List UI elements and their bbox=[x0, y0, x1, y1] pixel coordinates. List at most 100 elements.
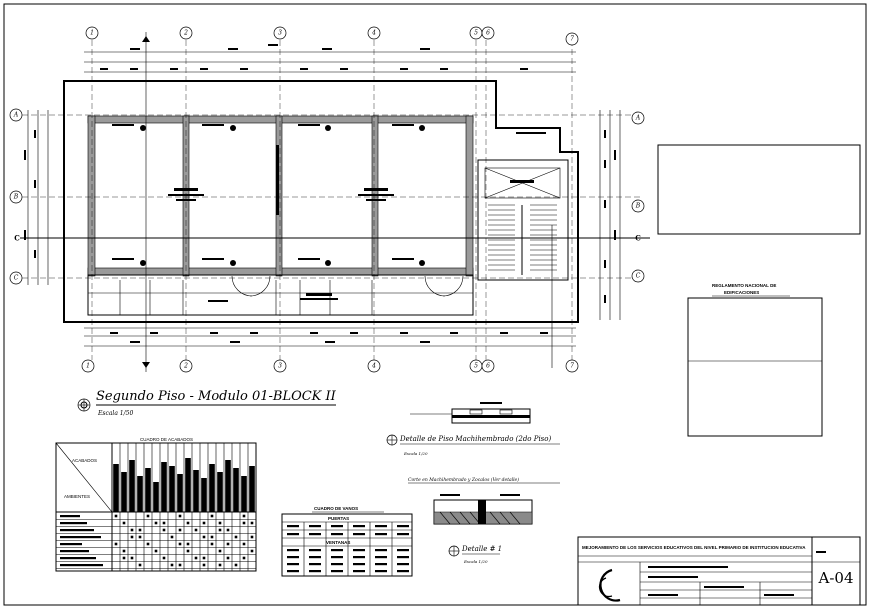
openings-cell-mark bbox=[397, 525, 409, 528]
finishes-mark bbox=[250, 535, 254, 539]
section-marker-left: C bbox=[14, 234, 20, 243]
finishes-mark bbox=[114, 514, 118, 518]
svg-text:5: 5 bbox=[474, 363, 478, 370]
floor-plan bbox=[20, 32, 650, 372]
finishes-row-label bbox=[60, 529, 94, 532]
finishes-header-block bbox=[201, 478, 207, 512]
finishes-header-block bbox=[145, 468, 151, 512]
openings-cell-mark bbox=[331, 556, 343, 559]
regulation-panel: REGLAMENTO NACIONAL DE EDIFICACIONES bbox=[687, 283, 823, 437]
stair-block bbox=[477, 159, 569, 281]
wall-left bbox=[87, 115, 96, 277]
finishes-mark bbox=[202, 521, 206, 525]
finishes-mark bbox=[242, 514, 246, 518]
sheet-number: A-04 bbox=[818, 569, 854, 587]
openings-cell-mark bbox=[309, 563, 321, 566]
finishes-row-label bbox=[60, 515, 80, 518]
finishes-mark bbox=[242, 542, 246, 546]
svg-text:4: 4 bbox=[371, 363, 376, 370]
svg-text:B: B bbox=[635, 203, 641, 210]
finishes-header-block bbox=[177, 474, 183, 512]
openings-cell-mark bbox=[397, 549, 409, 552]
openings-cell-mark bbox=[375, 525, 387, 528]
axis-bubble-3-bottom: 3 bbox=[273, 359, 287, 373]
openings-cell-mark bbox=[309, 533, 321, 536]
svg-text:A: A bbox=[13, 112, 19, 119]
axis-lines bbox=[22, 40, 640, 360]
axis-bubble-c-left: C bbox=[9, 271, 23, 285]
finishes-mark bbox=[162, 556, 166, 560]
openings-cell-mark bbox=[397, 556, 409, 559]
finishes-mark bbox=[186, 542, 190, 546]
section-marker-right: C bbox=[635, 234, 641, 243]
finishes-table: CUADRO DE ACABADOS ACABADOS AMBIENTES bbox=[55, 437, 257, 572]
openings-cell-mark bbox=[353, 525, 365, 528]
finishes-header-block bbox=[129, 460, 135, 512]
svg-text:4: 4 bbox=[371, 30, 376, 37]
axis-bubble-a-left: A bbox=[9, 108, 23, 122]
finishes-header-block bbox=[249, 466, 255, 512]
finishes-mark bbox=[210, 542, 214, 546]
svg-text:1: 1 bbox=[90, 30, 94, 37]
axis-bubble-1-top: 1 bbox=[85, 26, 99, 40]
floor-detail: Detalle de Piso Machihembrado (2do Piso)… bbox=[386, 402, 560, 456]
svg-text:C: C bbox=[636, 273, 641, 280]
axis-bubble-4-top: 4 bbox=[367, 26, 381, 40]
svg-text:2: 2 bbox=[183, 30, 188, 37]
openings-cell-mark bbox=[353, 533, 365, 536]
finishes-table-title: CUADRO DE ACABADOS bbox=[140, 437, 193, 442]
openings-cell-mark bbox=[331, 570, 343, 573]
finishes-header-block bbox=[217, 472, 223, 512]
finishes-mark bbox=[250, 521, 254, 525]
axis-bubble-b-right: B bbox=[631, 199, 645, 213]
finishes-row-label bbox=[60, 522, 87, 525]
axis-bubble-c-right: C bbox=[631, 269, 645, 283]
svg-text:7: 7 bbox=[570, 363, 574, 370]
finishes-mark bbox=[194, 528, 198, 532]
axis-bubble-2-bottom: 2 bbox=[179, 359, 193, 373]
finishes-mark bbox=[210, 535, 214, 539]
openings-cell-mark bbox=[375, 570, 387, 573]
finishes-header-block bbox=[169, 466, 175, 512]
plan-title: Segundo Piso - Modulo 01-BLOCK II bbox=[96, 389, 337, 404]
finishes-mark bbox=[178, 514, 182, 518]
finishes-mark bbox=[234, 535, 238, 539]
finishes-mark bbox=[186, 521, 190, 525]
openings-cell-mark bbox=[353, 549, 365, 552]
sheet-border bbox=[3, 3, 867, 606]
finishes-mark bbox=[186, 549, 190, 553]
finishes-header-block bbox=[113, 464, 119, 512]
svg-text:3: 3 bbox=[278, 30, 282, 37]
axis-bubble-2-top: 2 bbox=[179, 26, 193, 40]
finishes-header-block bbox=[225, 460, 231, 512]
finishes-mark bbox=[242, 556, 246, 560]
doors-label: PUERTAS bbox=[328, 516, 349, 521]
finishes-mark bbox=[194, 556, 198, 560]
finishes-header-block bbox=[137, 476, 143, 512]
finishes-row-label bbox=[60, 550, 89, 553]
svg-text:6: 6 bbox=[486, 363, 490, 370]
finishes-mark bbox=[178, 563, 182, 567]
logo bbox=[598, 568, 621, 602]
axis-bubble-b-left: B bbox=[9, 190, 23, 204]
finishes-row-label bbox=[60, 564, 103, 567]
blackboard bbox=[276, 145, 279, 215]
finishes-mark bbox=[170, 563, 174, 567]
openings-cell-mark bbox=[287, 556, 299, 559]
axis-bubble-5-bottom: 5 bbox=[469, 359, 483, 373]
openings-cell-mark bbox=[375, 549, 387, 552]
finishes-header-block bbox=[185, 458, 191, 512]
openings-cell-mark bbox=[331, 533, 343, 536]
floor-detail-scale: Escala 1/20 bbox=[403, 451, 428, 456]
axis-bubble-5-top: 5 bbox=[469, 26, 483, 40]
openings-cell-mark bbox=[397, 563, 409, 566]
finishes-mark bbox=[162, 521, 166, 525]
bathroom-strip bbox=[87, 274, 474, 316]
svg-text:B: B bbox=[13, 194, 19, 201]
finishes-mark bbox=[202, 535, 206, 539]
finishes-mark bbox=[210, 514, 214, 518]
svg-text:A: A bbox=[635, 115, 641, 122]
wall-right bbox=[465, 115, 474, 277]
windows-label: VENTANAS bbox=[326, 540, 350, 545]
